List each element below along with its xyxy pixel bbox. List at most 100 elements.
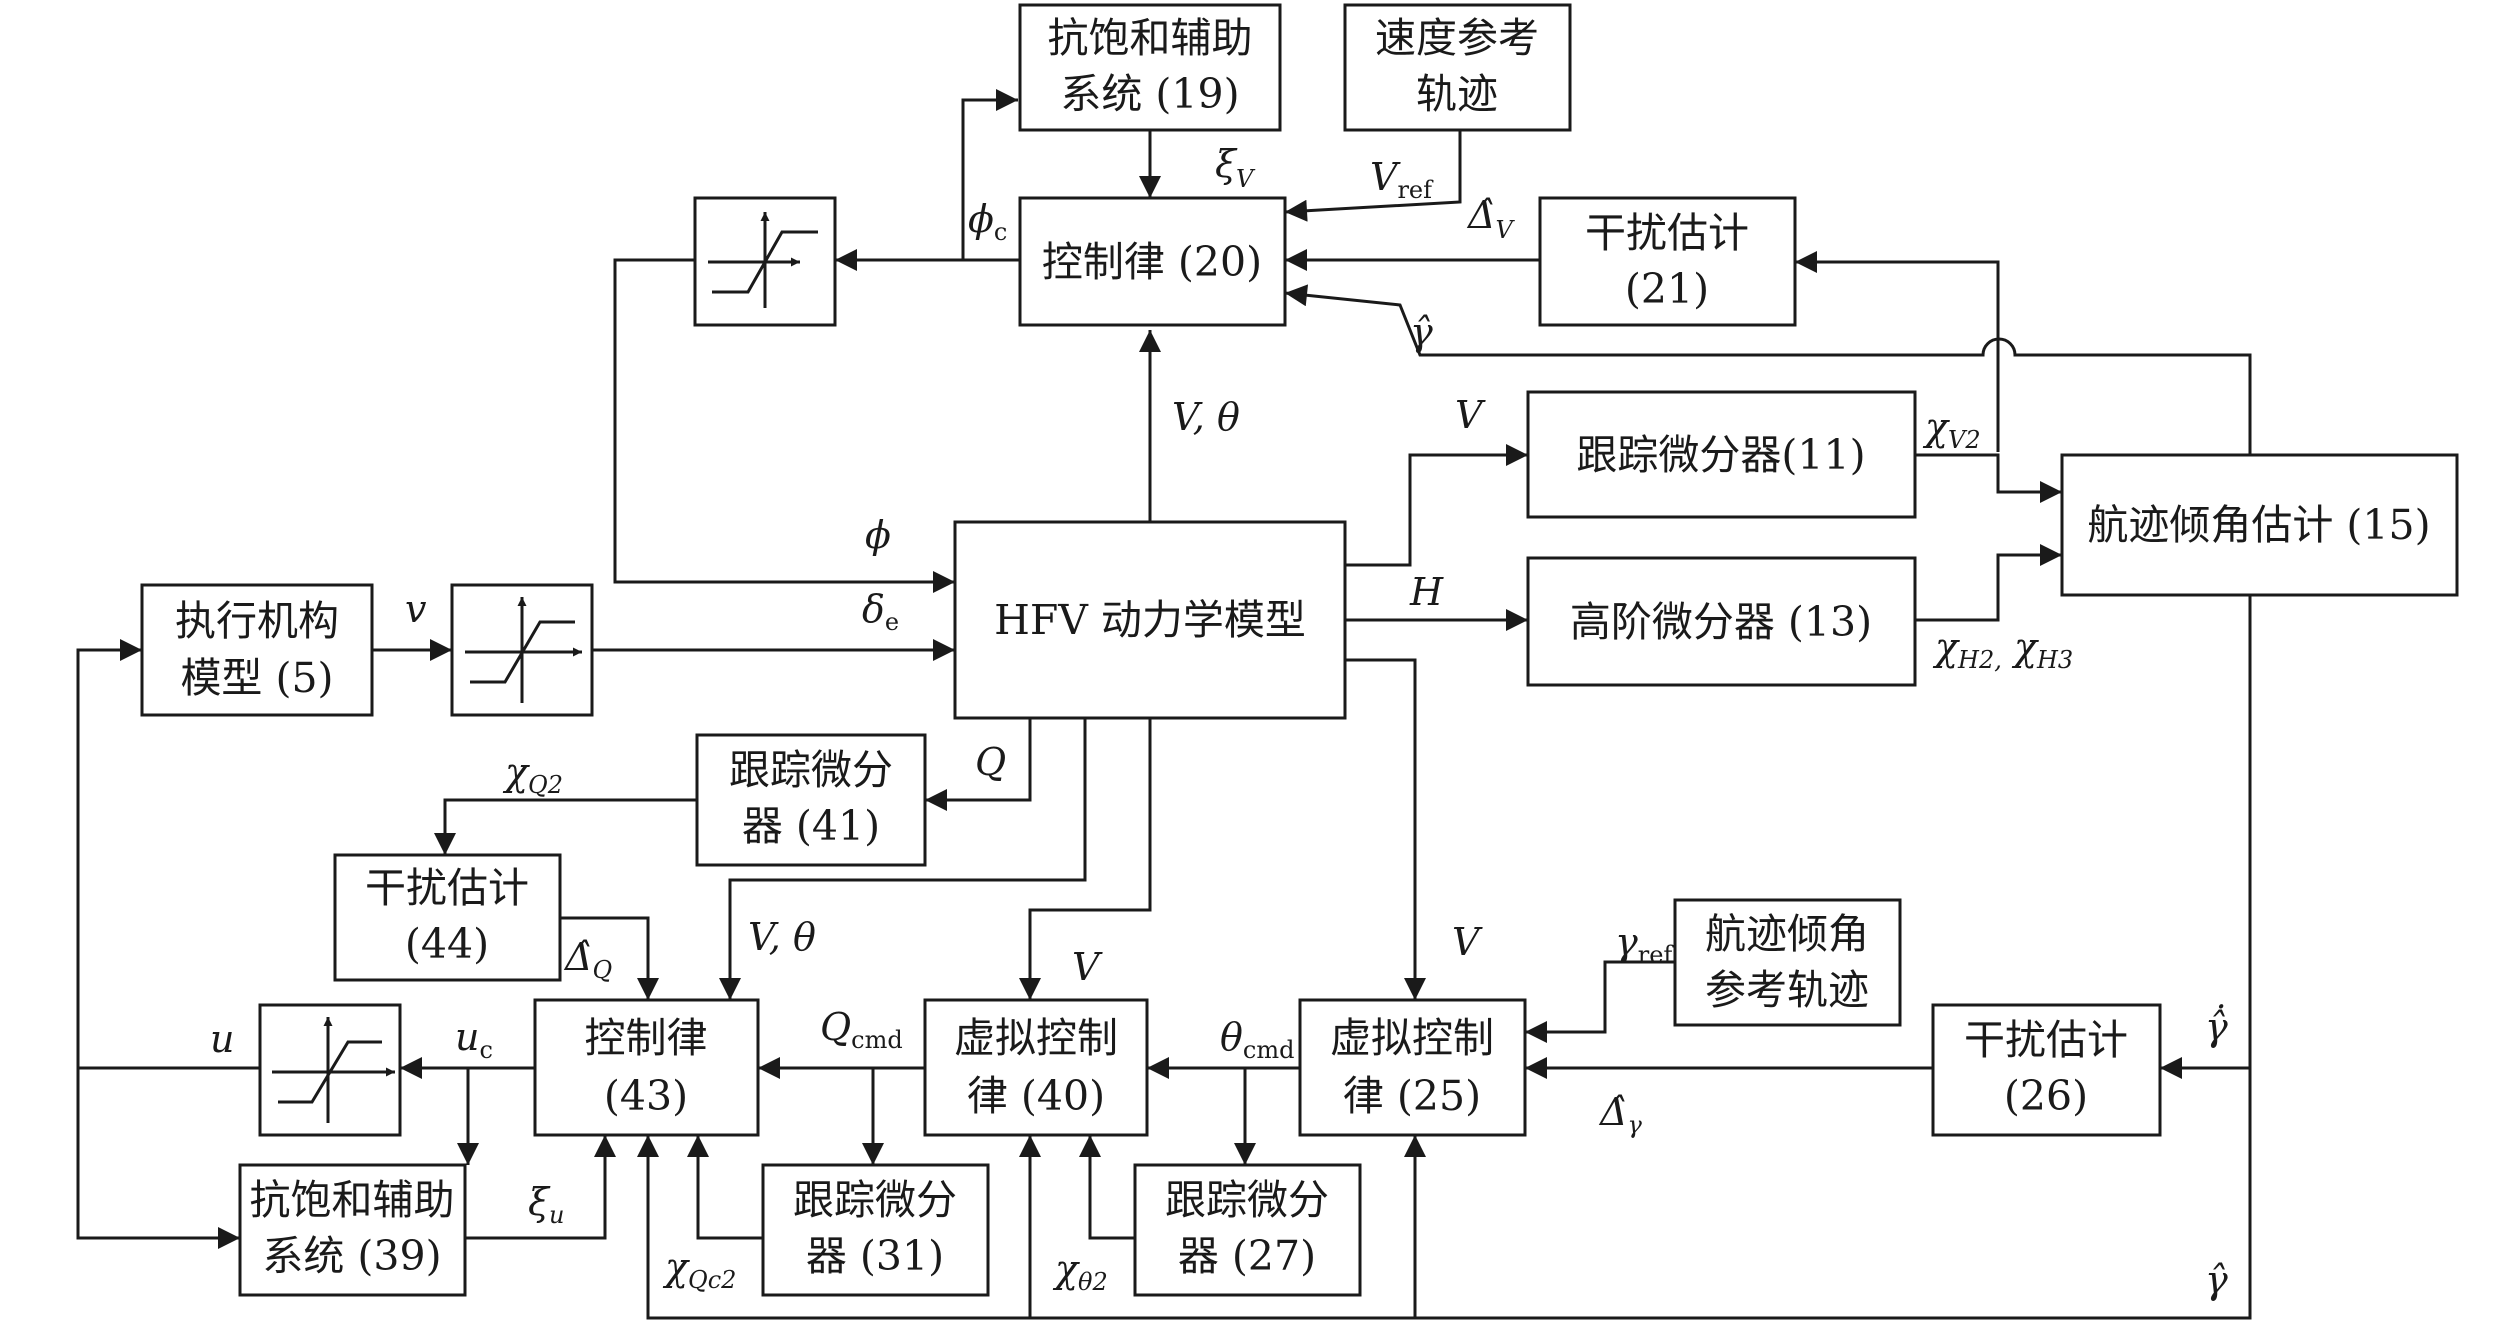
disturbance-estimator-block-44: 干扰估计 (44)	[333, 853, 562, 982]
track31-line2: 器 (31)	[806, 1232, 944, 1280]
anti39-line1: 抗饱和辅助	[250, 1176, 455, 1224]
wire-saturation-to-hfv-phi	[613, 258, 955, 593]
control-law-block-43: 控制律 (43)	[533, 998, 760, 1137]
law20-label: 控制律 (20)	[1042, 238, 1262, 286]
dist44-line2: (44)	[405, 920, 489, 968]
wire-hfv-to-virt25	[1345, 658, 1426, 1000]
wire-hfv-to-law43	[719, 718, 1087, 1000]
wire-gammahat-bus-to-law43	[637, 1068, 2252, 1320]
hfv-dynamics-model-block: HFV 动力学模型	[953, 520, 1347, 720]
label-chi-qc2: χQc2	[662, 1245, 736, 1294]
tracking-differentiator-block-11: 跟踪微分器(11)	[1526, 390, 1917, 519]
wire-gammadot-to-dist26	[2160, 595, 2252, 1079]
wire-vref-to-law20	[1284, 130, 1462, 222]
blocks: 抗饱和辅助 系统 (19) 速度参考 轨迹 控制律 (20) 干扰估计 (21)…	[140, 3, 2459, 1297]
label-gamma-hat-top: γ̂	[1410, 310, 1433, 354]
tracking-differentiator-block-31: 跟踪微分 器 (31)	[761, 1163, 990, 1297]
label-v-to-virt40: V	[1072, 945, 1103, 989]
saturation-block-phi	[693, 196, 837, 327]
label-v-lower: v	[405, 587, 427, 631]
label-v-to-virt25: V	[1452, 920, 1483, 964]
track27-line2: 器 (27)	[1178, 1232, 1316, 1280]
wire-hfv-to-virt40	[1019, 718, 1152, 1000]
dist44-line1: 干扰估计	[365, 864, 529, 912]
wire-dist44-to-law43	[560, 916, 659, 1000]
wire-track31-to-law43	[687, 1135, 763, 1240]
label-h: H	[1409, 570, 1444, 614]
anti-windup-block-39: 抗饱和辅助 系统 (39)	[238, 1163, 467, 1297]
act5-line2: 模型 (5)	[180, 654, 333, 702]
law43-line2: (43)	[604, 1072, 688, 1120]
anti-windup-block-19: 抗饱和辅助 系统 (19)	[1018, 3, 1282, 132]
wire-gammaref-to-virt25	[1525, 960, 1675, 1043]
label-phi: ϕ	[865, 513, 891, 557]
wire-track11-to-pathest15	[1915, 453, 2062, 503]
label-v-to-track11: V	[1455, 393, 1486, 437]
virt25-line2: 律 (25)	[1343, 1072, 1481, 1120]
dist26-line2: (26)	[2004, 1072, 2088, 1120]
label-q: Q	[975, 740, 1006, 784]
saturation-block-delta	[450, 583, 594, 717]
disturbance-estimator-block-26: 干扰估计 (26)	[1931, 1003, 2162, 1137]
dist26-line1: 干扰估计	[1964, 1016, 2128, 1064]
label-chi-v2: χV2	[1922, 405, 1981, 454]
wire-chiv2-to-dist21	[1795, 251, 2000, 452]
wire-u-to-anti39	[76, 1068, 240, 1249]
virt40-line1: 虚拟控制	[954, 1014, 1118, 1062]
speedref-line1: 速度参考	[1375, 14, 1539, 62]
label-v-ref: Vref	[1370, 155, 1434, 204]
wire-high13-to-pathest15	[1915, 544, 2062, 622]
high-order-differentiator-block-13: 高阶微分器 (13)	[1526, 556, 1917, 687]
virtual-control-law-block-40: 虚拟控制 律 (40)	[923, 998, 1149, 1137]
label-delta-q: Δ̂Q	[563, 935, 612, 984]
label-gamma-hat-bottom: γ̂	[2205, 1258, 2228, 1302]
dist21-line2: (21)	[1625, 265, 1709, 313]
tracking-differentiator-block-27: 跟踪微分 器 (27)	[1133, 1163, 1362, 1297]
flight-path-reference-block: 航迹倾角 参考轨迹	[1673, 898, 1902, 1027]
label-delta-e: δe	[862, 587, 899, 636]
label-delta-v: Δ̂V	[1466, 193, 1515, 244]
disturbance-estimator-block-21: 干扰估计 (21)	[1538, 196, 1797, 327]
pathest15-label: 航迹倾角估计 (15)	[2087, 501, 2430, 549]
label-chi-h: χH2, χH3	[1932, 625, 2073, 674]
label-q-cmd: Qcmd	[820, 1005, 903, 1054]
label-phi-c: ϕc	[968, 197, 1007, 246]
control-law-block-20: 控制律 (20)	[1018, 196, 1287, 327]
speedref-line2: 轨迹	[1416, 70, 1498, 118]
label-v-theta-mid: V, θ	[748, 915, 816, 959]
label-u-c: uc	[455, 1015, 493, 1064]
virt25-line1: 虚拟控制	[1330, 1014, 1494, 1062]
track11-label: 跟踪微分器(11)	[1576, 431, 1865, 479]
track41-line2: 器 (41)	[742, 802, 880, 850]
label-u: u	[210, 1017, 234, 1061]
signal-labels: ξV Vref Δ̂V ϕc γ̂ V, θ V χV2 H χH2, χH3 …	[210, 142, 2228, 1302]
gammaref-line2: 参考轨迹	[1705, 966, 1869, 1014]
label-v-theta-top: V, θ	[1172, 395, 1240, 439]
track27-line1: 跟踪微分	[1165, 1176, 1329, 1224]
virt40-line2: 律 (40)	[967, 1072, 1105, 1120]
actuator-model-block-5: 执行机构 模型 (5)	[140, 583, 374, 717]
wire-anti39-to-law43	[465, 1135, 616, 1240]
label-xi-u: ξu	[528, 1180, 564, 1229]
flight-path-angle-estimator-block-15: 航迹倾角估计 (15)	[2060, 453, 2459, 597]
tracking-differentiator-block-41: 跟踪微分 器 (41)	[695, 733, 927, 867]
wire-hfv-to-track41	[925, 718, 1032, 811]
connection-lines	[76, 89, 2252, 1320]
label-xi-v: ξV	[1215, 142, 1256, 193]
anti19-line1: 抗饱和辅助	[1048, 14, 1253, 62]
track31-line1: 跟踪微分	[793, 1176, 957, 1224]
label-chi-q2: χQ2	[502, 750, 563, 799]
track41-line1: 跟踪微分	[729, 746, 893, 794]
wire-hfv-to-track11	[1345, 444, 1528, 567]
act5-line1: 执行机构	[175, 597, 339, 645]
anti39-line2: 系统 (39)	[262, 1232, 441, 1280]
wire-u-to-act5	[76, 639, 260, 1070]
dist21-line1: 干扰估计	[1585, 209, 1749, 257]
label-gamma-ref: γref	[1615, 920, 1674, 969]
label-delta-gamma: Δ̂γ	[1598, 1090, 1642, 1139]
law43-line1: 控制律	[585, 1014, 708, 1062]
label-chi-theta2: χθ2	[1052, 1247, 1108, 1296]
speed-reference-block: 速度参考 轨迹	[1343, 3, 1572, 132]
wire-phic-to-anti19	[961, 89, 1018, 260]
